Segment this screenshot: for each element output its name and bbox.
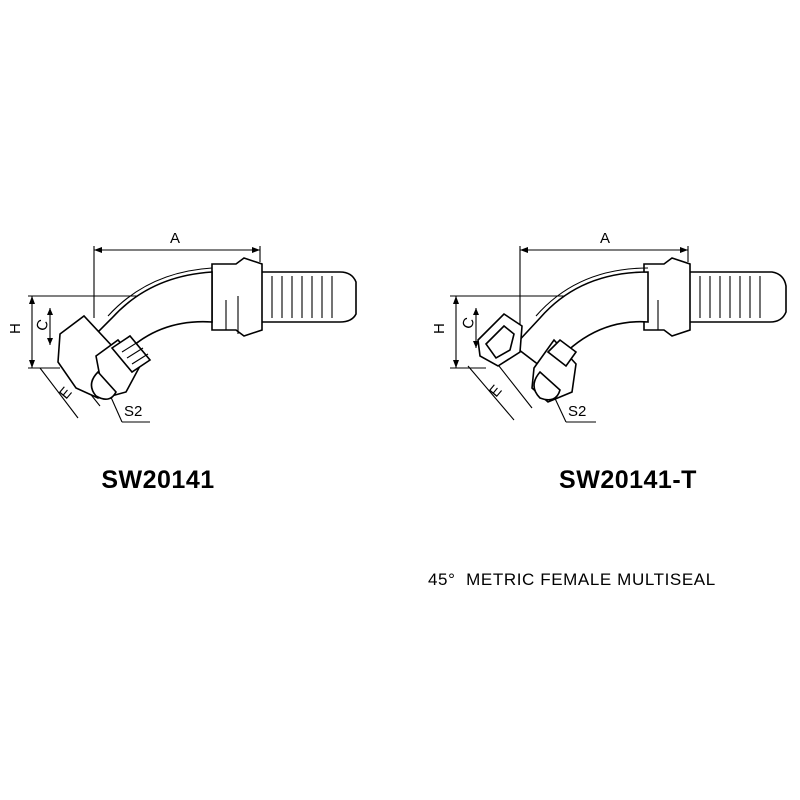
part-code-right: SW20141-T	[559, 466, 697, 494]
dimension-s2-left: S2	[109, 394, 150, 423]
dimension-a-label: A	[170, 230, 180, 247]
dimension-c-right: C	[459, 308, 479, 348]
fitting-body-left	[57, 257, 357, 400]
dimension-h-label: H	[431, 323, 448, 334]
dimension-c-left: C	[33, 308, 53, 345]
dimension-e-label: E	[486, 382, 505, 401]
dimension-a-left: A	[93, 230, 261, 318]
dimension-h-label: H	[7, 323, 24, 334]
part-code-left: SW20141	[101, 466, 215, 494]
dimension-s2-label: S2	[568, 403, 586, 420]
dimension-s2-label: S2	[124, 403, 142, 420]
fitting-description: 45° METRIC FEMALE MULTISEAL	[428, 570, 716, 589]
dimension-a-label: A	[600, 230, 610, 247]
fitting-drawing-left: A H C E S2	[7, 230, 357, 423]
dimension-e-label: E	[56, 384, 75, 403]
fitting-drawing-right: A H C E S2	[431, 230, 787, 423]
dimension-a-right: A	[519, 230, 689, 330]
fitting-body-right	[477, 257, 787, 403]
